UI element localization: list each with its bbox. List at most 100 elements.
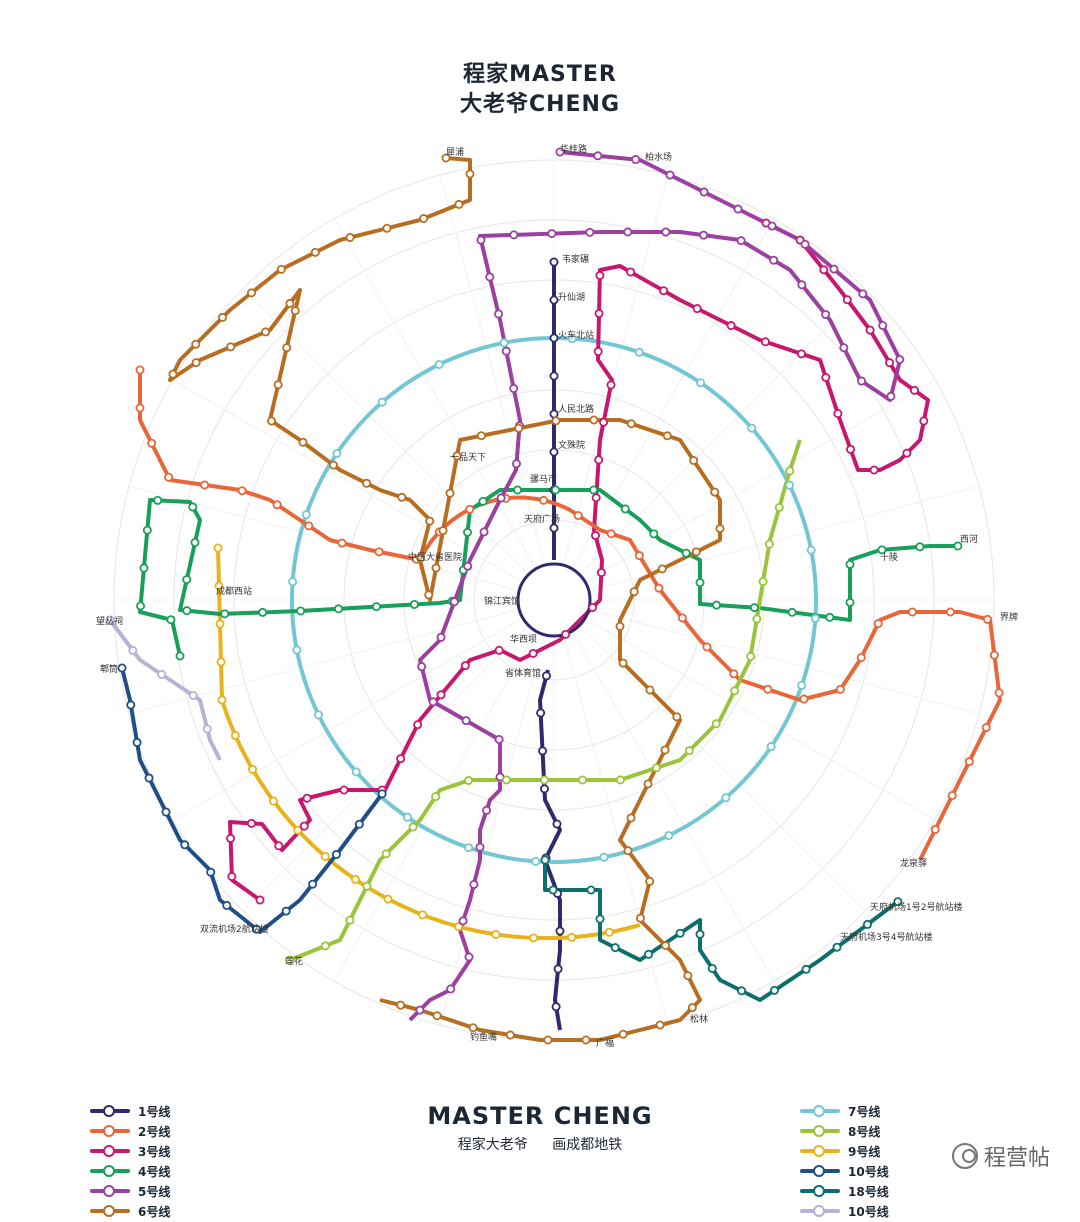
station-dot[interactable] [345, 915, 355, 925]
station-dot[interactable] [188, 502, 198, 512]
station-dot[interactable] [800, 239, 810, 249]
station-dot[interactable] [561, 629, 571, 639]
station-dot[interactable] [247, 818, 257, 828]
station-dot[interactable] [588, 602, 598, 612]
station-dot[interactable] [415, 1005, 425, 1015]
station-dot[interactable] [552, 819, 562, 829]
station-dot[interactable] [320, 941, 330, 951]
station-dot[interactable] [620, 504, 630, 514]
station-dot[interactable] [797, 680, 807, 690]
station-dot[interactable] [290, 306, 300, 316]
station-dot[interactable] [821, 309, 831, 319]
station-dot[interactable] [606, 529, 616, 539]
station-dot[interactable] [128, 645, 138, 655]
station-dot[interactable] [593, 151, 603, 161]
station-dot[interactable] [222, 900, 232, 910]
station-dot[interactable] [982, 614, 992, 624]
station-dot[interactable] [285, 298, 295, 308]
station-dot[interactable] [661, 227, 671, 237]
station-dot[interactable] [551, 485, 561, 495]
station-dot[interactable] [589, 485, 599, 495]
station-dot[interactable] [989, 650, 999, 660]
station-dot[interactable] [482, 805, 492, 815]
station-dot[interactable] [469, 879, 479, 889]
station-dot[interactable] [350, 874, 360, 884]
station-dot[interactable] [581, 1035, 591, 1045]
station-dot[interactable] [549, 333, 559, 343]
station-dot[interactable] [865, 325, 875, 335]
station-dot[interactable] [308, 879, 318, 889]
station-dot[interactable] [251, 924, 261, 934]
station-dot[interactable] [746, 651, 756, 661]
station-dot[interactable] [258, 607, 268, 617]
station-dot[interactable] [541, 671, 551, 681]
station-dot[interactable] [747, 423, 757, 433]
station-dot[interactable] [166, 615, 176, 625]
station-dot[interactable] [135, 365, 145, 375]
station-dot[interactable] [539, 495, 549, 505]
station-dot[interactable] [454, 922, 464, 932]
station-dot[interactable] [301, 510, 311, 520]
station-dot[interactable] [383, 894, 393, 904]
station-dot[interactable] [328, 460, 338, 470]
station-dot[interactable] [726, 321, 736, 331]
station-dot[interactable] [494, 309, 504, 319]
station-dot[interactable] [337, 538, 347, 548]
line-10-path[interactable] [120, 667, 387, 934]
station-dot[interactable] [769, 255, 779, 265]
station-dot[interactable] [436, 690, 446, 700]
station-dot[interactable] [479, 527, 489, 537]
station-dot[interactable] [136, 601, 146, 611]
station-dot[interactable] [547, 229, 557, 239]
station-dot[interactable] [689, 455, 699, 465]
station-dot[interactable] [377, 789, 387, 799]
station-dot[interactable] [654, 583, 664, 593]
station-dot[interactable] [660, 745, 670, 755]
station-dot[interactable] [567, 932, 577, 942]
station-dot[interactable] [461, 716, 471, 726]
station-dot[interactable] [272, 500, 282, 510]
station-dot[interactable] [548, 885, 558, 895]
station-dot[interactable] [202, 724, 212, 734]
station-dot[interactable] [491, 929, 501, 939]
station-dot[interactable] [539, 784, 549, 794]
station-dot[interactable] [514, 423, 524, 433]
station-dot[interactable] [509, 230, 519, 240]
station-dot[interactable] [445, 488, 455, 498]
station-dot[interactable] [496, 493, 506, 503]
station-dot[interactable] [293, 825, 303, 835]
station-dot[interactable] [354, 819, 364, 829]
station-dot[interactable] [767, 221, 777, 231]
station-dot[interactable] [476, 431, 486, 441]
station-dot[interactable] [191, 339, 201, 349]
station-dot[interactable] [699, 187, 709, 197]
station-dot[interactable] [819, 265, 829, 275]
station-dot[interactable] [835, 684, 845, 694]
station-dot[interactable] [702, 642, 712, 652]
station-dot[interactable] [696, 378, 706, 388]
station-dot[interactable] [909, 385, 919, 395]
station-dot[interactable] [595, 270, 605, 280]
station-dot[interactable] [595, 914, 605, 924]
station-dot[interactable] [313, 710, 323, 720]
station-dot[interactable] [787, 607, 797, 617]
station-dot[interactable] [626, 419, 636, 429]
station-dot[interactable] [299, 821, 309, 831]
station-dot[interactable] [266, 416, 276, 426]
station-dot[interactable] [302, 793, 312, 803]
station-dot[interactable] [692, 304, 702, 314]
line-3-path[interactable] [228, 218, 930, 902]
station-dot[interactable] [528, 648, 538, 658]
station-dot[interactable] [661, 941, 671, 951]
station-dot[interactable] [907, 607, 917, 617]
station-dot[interactable] [105, 615, 115, 625]
station-dot[interactable] [610, 943, 620, 953]
station-dot[interactable] [276, 264, 286, 274]
station-dot[interactable] [730, 686, 740, 696]
station-dot[interactable] [438, 526, 448, 536]
station-dot[interactable] [858, 289, 868, 299]
station-dot[interactable] [649, 529, 659, 539]
station-dot[interactable] [539, 775, 549, 785]
station-dot[interactable] [599, 417, 609, 427]
station-dot[interactable] [434, 359, 444, 369]
